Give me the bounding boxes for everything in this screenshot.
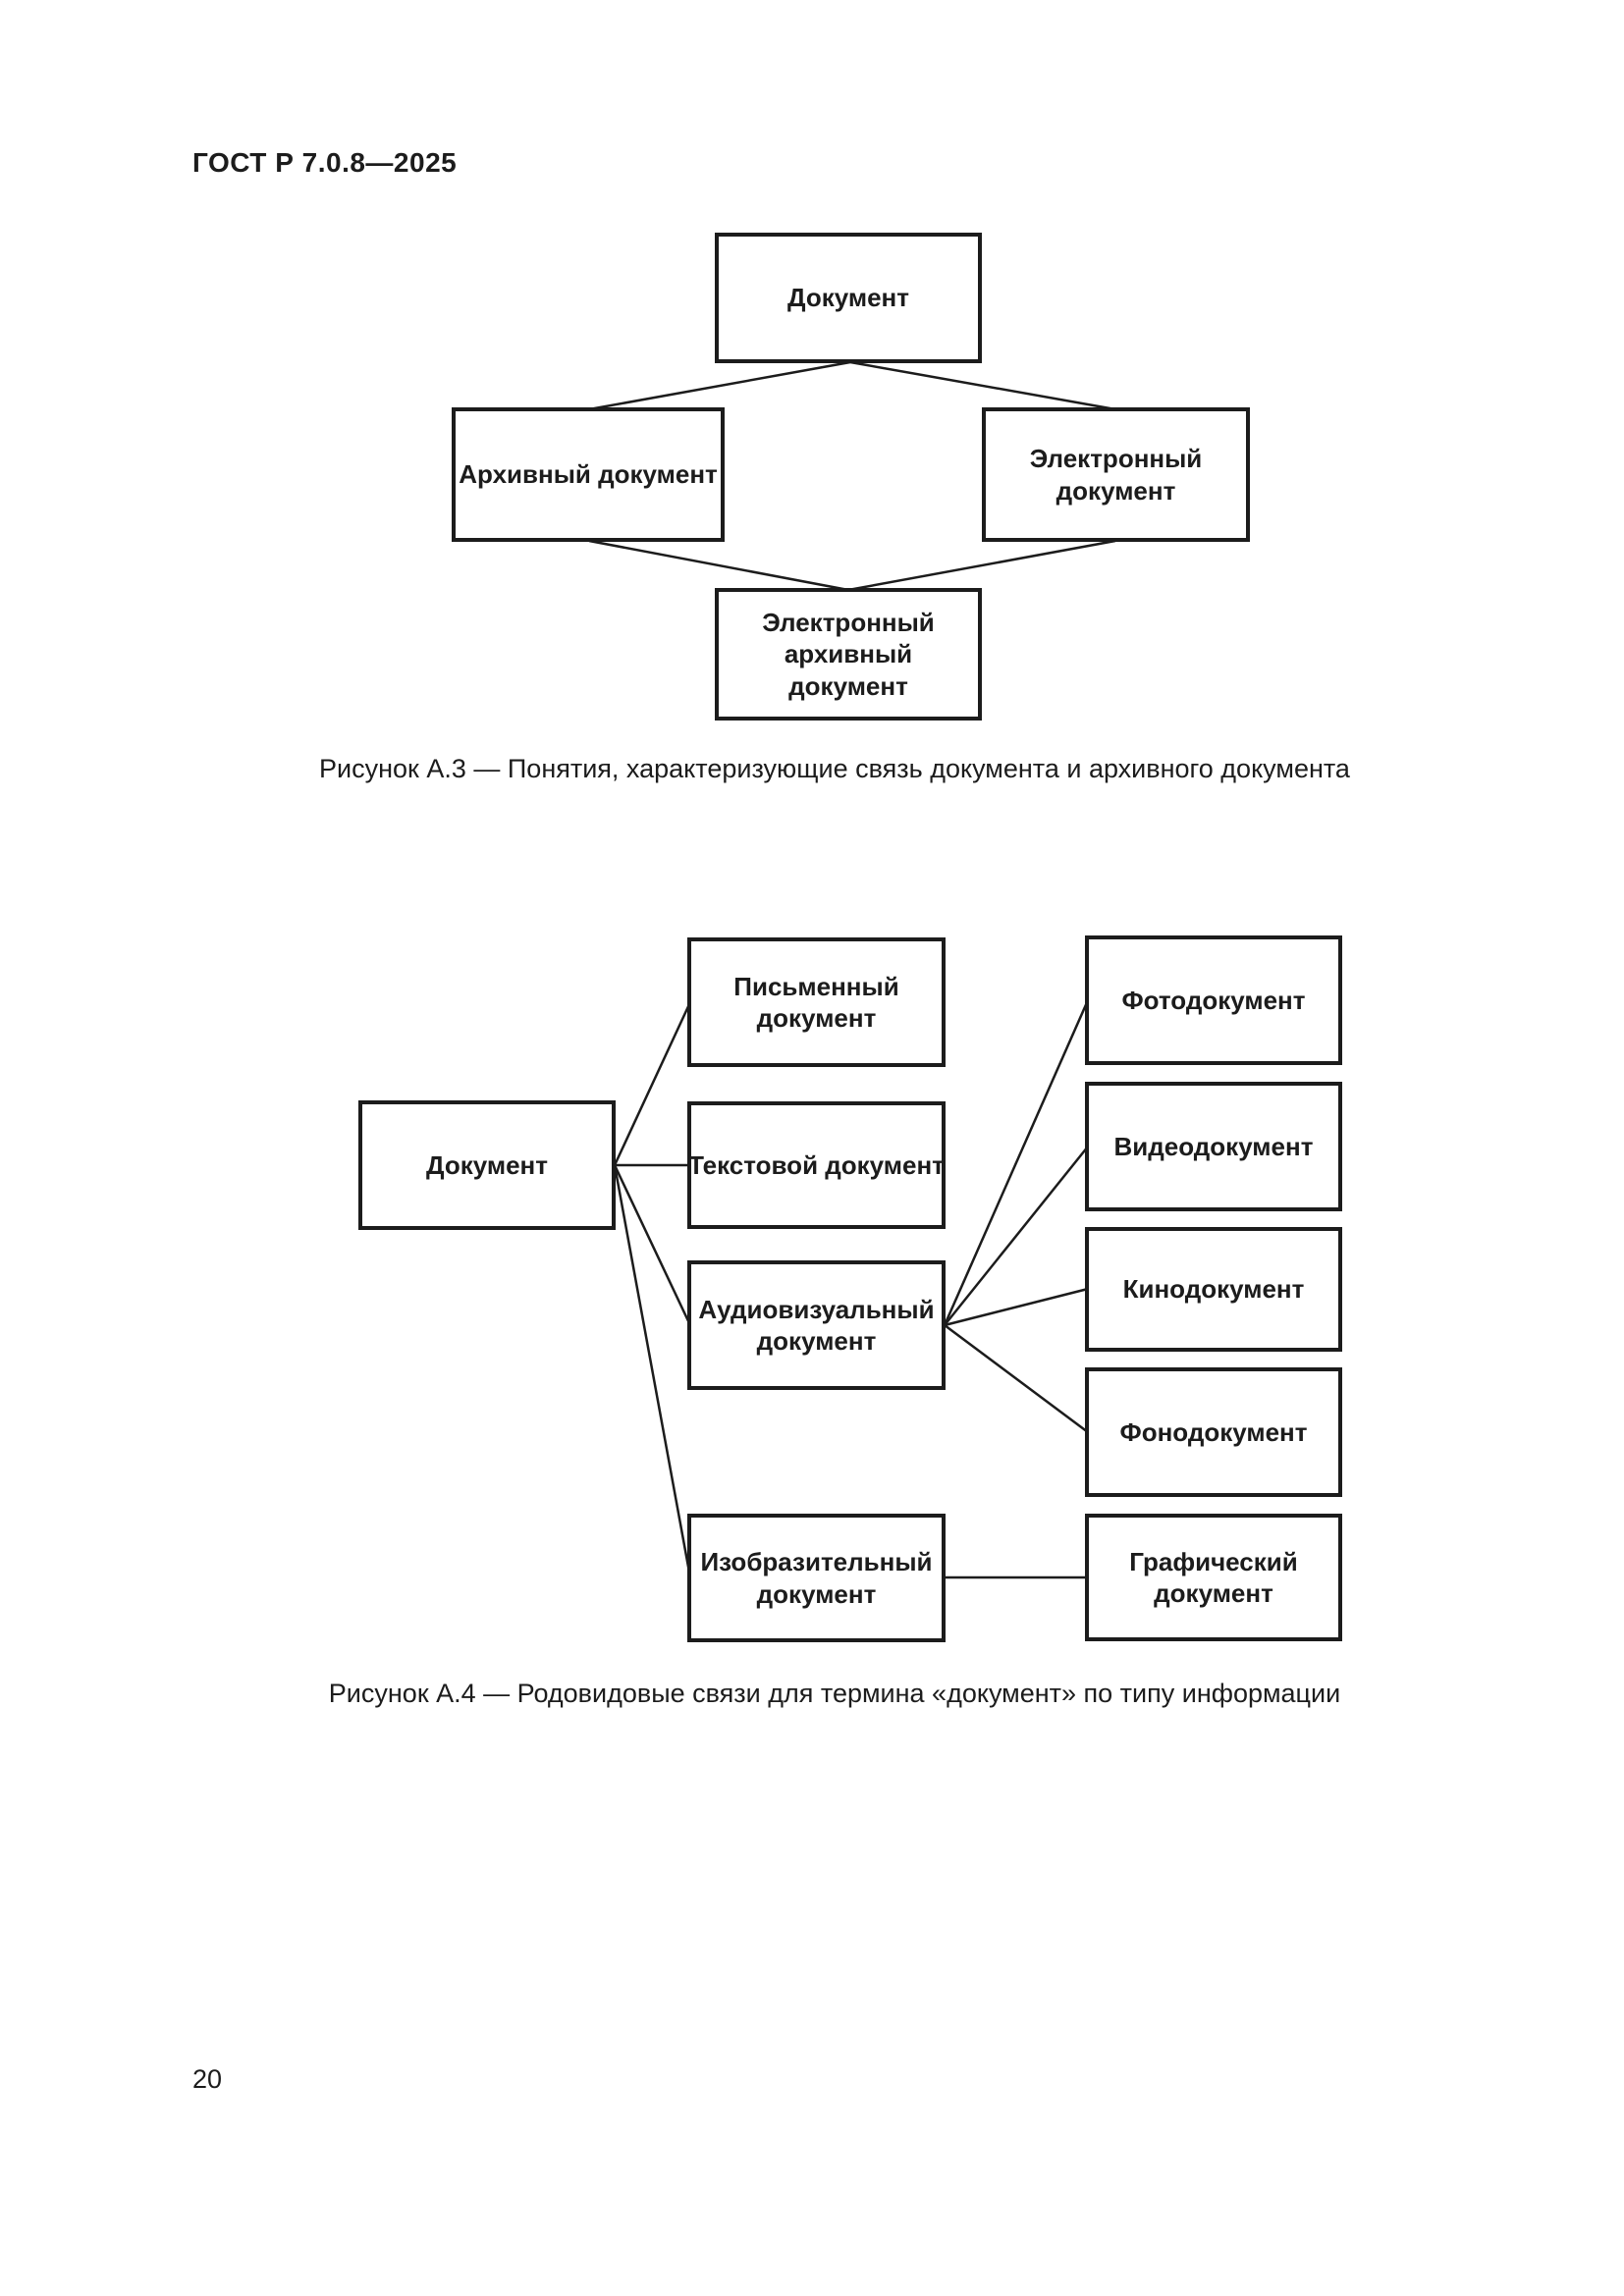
a4-node-phono-document: Фонодокумент <box>1085 1367 1342 1497</box>
a4-node-document-label: Документ <box>426 1149 548 1180</box>
figure-a3-caption: Рисунок А.3 — Понятия, характеризующие с… <box>319 754 1350 783</box>
a4-node-written-document-label: Письменный документ <box>733 971 899 1034</box>
a3-node-document-label: Документ <box>787 283 909 313</box>
a3-node-document: Документ <box>715 233 982 363</box>
a3-node-archival-document-label: Архивный документ <box>459 459 718 490</box>
a4-node-film-document: Кинодокумент <box>1085 1227 1342 1352</box>
a4-node-phono-document-label: Фонодокумент <box>1119 1416 1308 1447</box>
a3-node-electronic-document: Электронный документ <box>982 407 1250 542</box>
a4-node-text-document: Текстовой документ <box>687 1101 946 1229</box>
a4-node-pictorial-document-label: Изобразительный документ <box>700 1547 933 1609</box>
a4-node-audiovisual-document: Аудиовизуальный документ <box>687 1260 946 1390</box>
a4-node-graphic-document-label: Графический документ <box>1129 1546 1298 1609</box>
a4-node-audiovisual-document-label: Аудиовизуальный документ <box>698 1294 935 1357</box>
a4-node-document: Документ <box>358 1100 616 1230</box>
a4-node-written-document: Письменный документ <box>687 937 946 1067</box>
a4-node-graphic-document: Графический документ <box>1085 1514 1342 1641</box>
a3-node-electronic-document-label: Электронный документ <box>1029 444 1203 506</box>
a4-node-text-document-label: Текстовой документ <box>688 1149 945 1180</box>
page-header: ГОСТ Р 7.0.8—2025 <box>192 147 458 178</box>
a4-node-photo-document-label: Фотодокумент <box>1121 985 1306 1015</box>
a4-node-photo-document: Фотодокумент <box>1085 935 1342 1065</box>
figure-a4-caption: Рисунок А.4 — Родовидовые связи для терм… <box>328 1679 1341 1708</box>
a3-node-archival-document: Архивный документ <box>452 407 725 542</box>
a4-node-film-document-label: Кинодокумент <box>1122 1274 1305 1305</box>
a3-node-electronic-archival-document-label: Электронный архивный документ <box>762 607 935 701</box>
a3-node-electronic-archival-document: Электронный архивный документ <box>715 588 982 721</box>
a4-node-pictorial-document: Изобразительный документ <box>687 1514 946 1642</box>
page-number: 20 <box>192 2064 223 2094</box>
a4-node-video-document: Видеодокумент <box>1085 1082 1342 1211</box>
a4-node-video-document-label: Видеодокумент <box>1113 1131 1314 1161</box>
